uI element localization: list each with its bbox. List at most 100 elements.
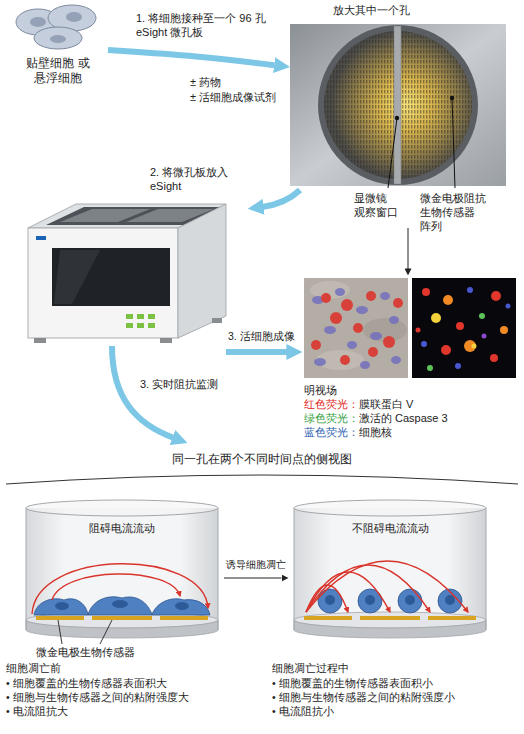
section-title: 同一孔在两个不同时间点的侧视图: [172, 452, 352, 467]
channel-label: 激活的 Caspase 3: [359, 412, 448, 426]
apoptotic-cells: [306, 561, 468, 613]
brightfield-image: [312, 288, 401, 369]
part-label: 微金电极阻抗 生物传感器 阵列: [420, 192, 494, 233]
fluorescence-image: [464, 340, 476, 352]
fluorescence-image: [416, 328, 421, 333]
well-drawing: [294, 500, 486, 638]
leader-line: [388, 96, 455, 274]
fluorescence-image: [472, 344, 477, 349]
brightfield-image: [360, 361, 370, 369]
channel-color-label: 红色荧光：: [304, 398, 359, 412]
leader-line: [100, 620, 112, 644]
esight-instrument: [126, 314, 133, 319]
bracket: [6, 475, 518, 484]
apoptotic-cells: [306, 561, 468, 612]
apoptotic-cells: [365, 595, 375, 605]
brightfield-image: [383, 336, 395, 348]
channel-label: 膜联蛋白 V: [359, 398, 413, 412]
leader-line: [58, 620, 62, 644]
esight-instrument: [28, 204, 226, 343]
flow-arrow: [108, 50, 274, 65]
fluorescence-image: [431, 313, 441, 323]
brightfield-image: [321, 293, 331, 303]
bullet-item: • 电流阻抗大: [6, 705, 68, 718]
esight-instrument: [28, 228, 178, 338]
bullet-item: • 电流阻抗小: [272, 705, 334, 718]
fluorescence-image: [455, 363, 461, 369]
part-label: 微金电极生物传感器: [36, 646, 135, 659]
well-photo-image: [394, 26, 401, 184]
brightfield-image: [324, 326, 336, 334]
cell-drawing: [16, 5, 96, 49]
step-label: 诱导细胞凋亡: [226, 559, 286, 572]
adherent-cells: [112, 600, 128, 608]
adherent-cells: [175, 602, 189, 610]
well-photo: 放大其中一个孔: [289, 2, 507, 187]
apoptotic-cells: [325, 595, 335, 605]
brightfield-image: [391, 356, 401, 364]
brightfield-image: [389, 316, 399, 324]
cell-drawing: [30, 17, 46, 27]
adherent-cells: [34, 599, 88, 615]
brightfield-image: [304, 278, 408, 378]
channel-label: 明视场: [304, 384, 337, 398]
channel-label: 明视场: [304, 384, 337, 398]
leader-line: [452, 98, 455, 188]
esight-instrument: [36, 236, 46, 240]
cell-illustration: 贴壁细胞 或 悬浮细胞: [8, 2, 108, 107]
brightfield-image: [353, 323, 363, 333]
brightfield-image: [393, 298, 403, 308]
bullet-item: • 细胞覆盖的生物传感器表面积大: [6, 677, 167, 690]
brightfield-image: [330, 312, 342, 324]
fluorescence-image: [456, 322, 464, 330]
esight-instrument: [160, 338, 172, 343]
step-label: 3. 活细胞成像: [228, 330, 295, 343]
step-label: 1. 将细胞接种至一个 96 孔 eSight 微孔板: [136, 12, 288, 40]
esight-instrument: [137, 314, 144, 319]
column-heading: 细胞凋亡前: [6, 662, 61, 676]
adherent-cells: [34, 597, 210, 615]
apoptotic-cells: [318, 589, 462, 613]
brightfield-image: [341, 299, 353, 311]
step-label: 2. 将微孔板放入 eSight: [150, 166, 238, 194]
brightfield-image: [370, 332, 382, 340]
fluorescence-image: [441, 345, 451, 355]
fluorescence-image: [443, 295, 453, 305]
step-label: 3. 活细胞成像: [228, 330, 295, 343]
fluorescence-image: [506, 304, 511, 309]
well-side-view: 不阻碍电流流动: [290, 496, 490, 638]
esight-instrument: [52, 248, 170, 306]
brightfield-image: [304, 278, 408, 378]
cell-drawing: [66, 12, 82, 22]
channel-color-label: 蓝色荧光：: [304, 426, 359, 440]
column-heading: 细胞凋亡前: [6, 662, 61, 676]
channel-label: 激活的 Caspase 3: [359, 412, 448, 426]
adherent-cells: [55, 600, 189, 610]
esight-instrument: [178, 204, 226, 338]
node-text: 阻碍电流流动: [89, 522, 155, 536]
part-label: 显微镜 观察窗口: [354, 192, 406, 220]
node-text: 放大其中一个孔: [333, 4, 410, 18]
column-heading: 细胞凋亡过程中: [272, 662, 349, 676]
well-photo-image: [290, 24, 506, 186]
bullet-item: • 细胞与生物传感器之间的粘附强度大: [6, 691, 189, 704]
note-text: ± 药物: [190, 76, 221, 90]
channel-color-label: 绿色荧光：: [304, 412, 359, 426]
bullet-item: • 电流阻抗大: [6, 705, 68, 718]
apoptotic-cells: [398, 589, 422, 613]
well-photo-image: [290, 24, 506, 186]
brightfield-image: [356, 306, 368, 314]
esight-instrument: [137, 323, 144, 328]
adherent-cells: [32, 564, 208, 614]
bullet-item: • 细胞与生物传感器之间的粘附强度小: [272, 691, 455, 704]
brightfield-image: [366, 291, 376, 301]
esight-instrument: [212, 318, 222, 323]
fluorescence-image: [412, 278, 516, 378]
part-label: 微金电极阻抗 生物传感器 阵列: [420, 192, 494, 233]
brightfield-image: [368, 347, 378, 357]
brightfield-image: [380, 292, 390, 300]
step-label: 3. 实时阻抗监测: [140, 378, 218, 392]
column-heading: 细胞凋亡过程中: [272, 662, 349, 676]
leader-line: [408, 228, 409, 274]
